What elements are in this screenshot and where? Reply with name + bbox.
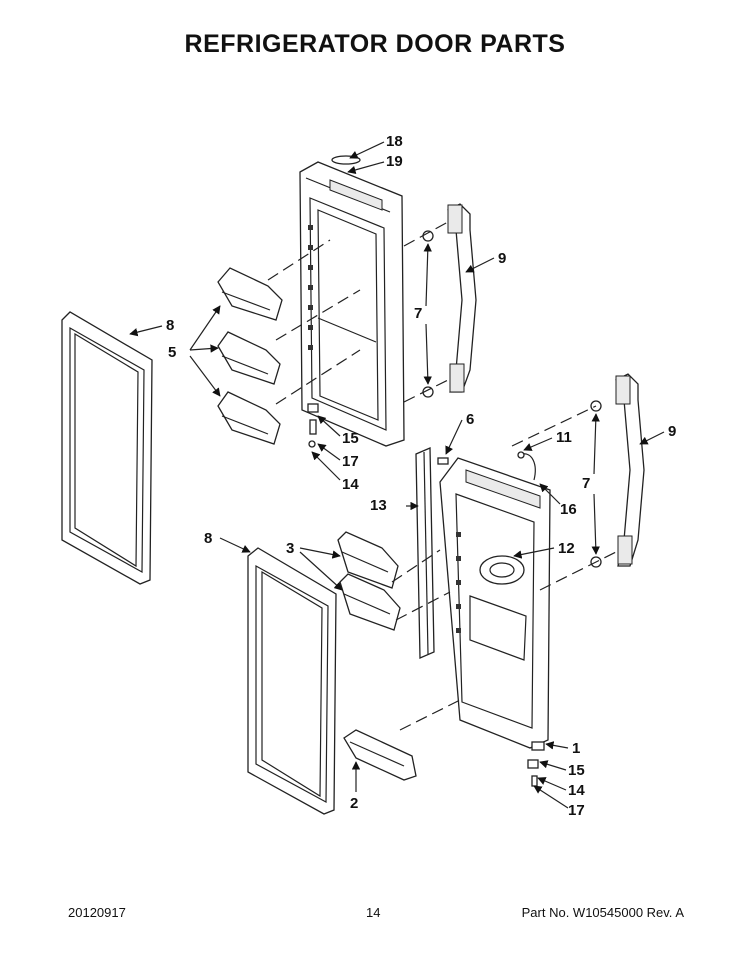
callout-14-upper: 14 (342, 476, 359, 493)
door-handle-9-upper (447, 203, 477, 393)
callout-17-upper: 17 (342, 453, 359, 470)
footer-page-number: 14 (366, 905, 381, 920)
callout-7-lower: 7 (582, 475, 590, 492)
callout-19: 19 (386, 153, 403, 170)
callout-15-upper: 15 (342, 430, 359, 447)
door-gasket-8-lower (247, 547, 337, 815)
hinge-parts-upper (307, 403, 319, 448)
door-cap-part-18 (331, 155, 361, 165)
door-bin-5b (217, 331, 281, 385)
callout-3: 3 (286, 540, 294, 557)
screw-6 (437, 457, 449, 465)
upper-door-liner (299, 161, 405, 447)
callout-17-lower: 17 (568, 802, 585, 819)
callout-5: 5 (168, 344, 176, 361)
callout-8-upper: 8 (166, 317, 174, 334)
door-channel-13 (415, 447, 435, 659)
callout-14-lower: 14 (568, 782, 585, 799)
door-bin-5a (217, 267, 283, 321)
water-tube-11 (517, 451, 536, 481)
callout-15-lower: 15 (568, 762, 585, 779)
door-bin-3a (337, 531, 399, 589)
callout-9-lower: 9 (668, 423, 676, 440)
hinge-parts-lower (527, 741, 545, 787)
door-bin-3b (339, 573, 401, 631)
footer-part-number: Part No. W10545000 Rev. A (521, 905, 684, 920)
door-bin-5c (217, 391, 281, 445)
callout-arrows (129, 141, 665, 809)
callout-1: 1 (572, 740, 580, 757)
callout-6: 6 (466, 411, 474, 428)
door-handle-9-lower (615, 373, 645, 567)
door-gasket-8-upper (61, 311, 153, 585)
lower-door-liner (439, 457, 551, 749)
callout-9-upper: 9 (498, 250, 506, 267)
callout-11: 11 (556, 429, 572, 446)
page-title: REFRIGERATOR DOOR PARTS (184, 30, 566, 58)
callout-18: 18 (386, 133, 403, 150)
callout-13: 13 (370, 497, 387, 514)
footer-date: 20120917 (68, 905, 126, 920)
callout-2: 2 (350, 795, 358, 812)
hinge-bracket-2 (343, 729, 417, 781)
callout-8-lower: 8 (204, 530, 212, 547)
callout-7-upper: 7 (414, 305, 422, 322)
callout-12: 12 (558, 540, 575, 557)
callout-16: 16 (560, 501, 577, 518)
